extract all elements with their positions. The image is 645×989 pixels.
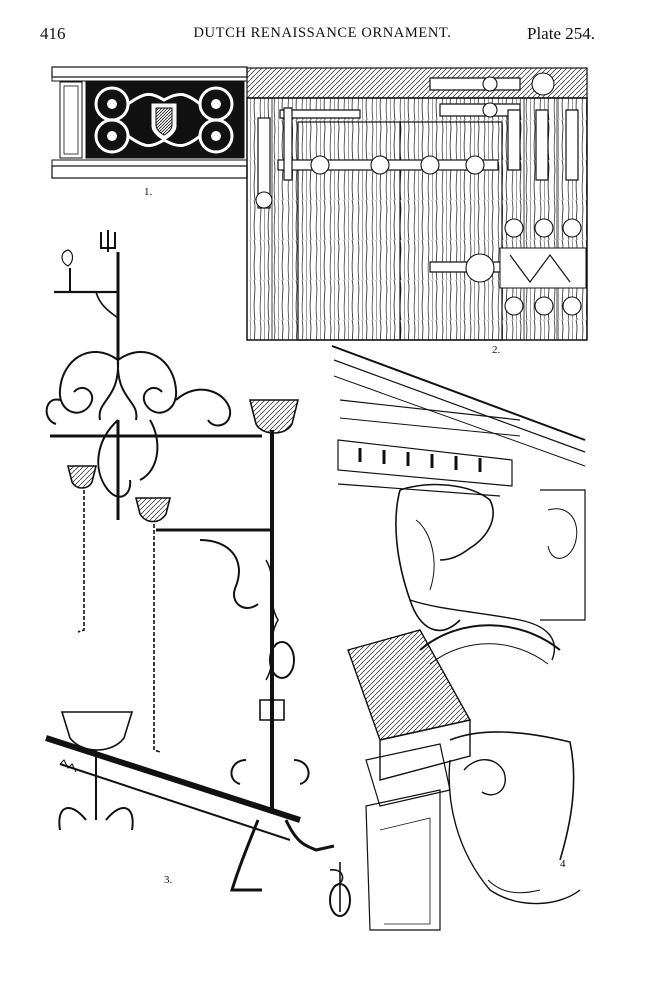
figure-4-chimney-piece <box>331 345 586 931</box>
figure-1-label: 1. <box>144 186 153 198</box>
figure-2-door <box>246 67 588 341</box>
figure-4-label: 4 <box>560 858 566 870</box>
page-number: 416 <box>40 24 66 43</box>
running-title: DUTCH RENAISSANCE ORNAMENT. <box>193 25 452 41</box>
figure-3-label: 3. <box>164 874 173 886</box>
plate-label: Plate 254. <box>527 24 595 43</box>
figure-2-label: 2. <box>492 344 501 356</box>
figure-3-ironwork <box>45 230 351 917</box>
figure-1-balustrade <box>51 66 248 179</box>
page-header: 416 DUTCH RENAISSANCE ORNAMENT. Plate 25… <box>0 24 645 44</box>
